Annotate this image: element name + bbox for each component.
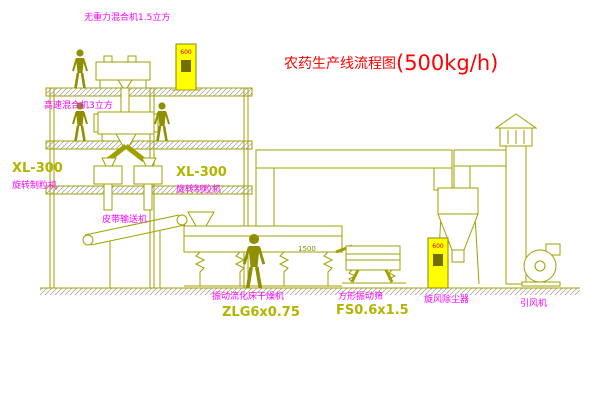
diagram-title-capacity: (500kg/h) xyxy=(396,51,498,75)
exhaust-stack xyxy=(494,113,538,285)
label-granulator-left-name: 旋转制粒机 xyxy=(12,179,57,191)
control-cabinet-right: 600 xyxy=(427,237,449,289)
granulator-right xyxy=(133,157,163,211)
floor-slab-mid xyxy=(45,140,253,150)
spring-leg xyxy=(234,251,246,286)
cyclone-outlet-duct xyxy=(453,165,471,189)
main-air-duct xyxy=(255,149,453,227)
cyclone-inlet-elbow xyxy=(433,167,453,191)
spring-leg xyxy=(194,251,206,286)
spring-leg xyxy=(278,251,290,286)
label-granulator-right-name: 旋转制粒机 xyxy=(176,183,221,195)
fluid-bed-dryer xyxy=(183,211,353,287)
cyclone-separator xyxy=(436,149,513,285)
duct-to-stack xyxy=(453,149,513,167)
label-dryer-name: 振动流化床干燥机 xyxy=(212,290,284,302)
label-granulator-left-model: XL-300 xyxy=(12,161,63,176)
label-belt-conveyor: 皮带输送机 xyxy=(102,213,147,225)
ground-line xyxy=(40,287,580,295)
spring-leg xyxy=(322,251,334,286)
dryer-feed-hopper xyxy=(187,211,215,227)
label-screen-model: FS0.6x1.5 xyxy=(336,303,409,318)
belt-conveyor xyxy=(82,214,188,288)
dryer-exhaust-duct xyxy=(255,167,275,227)
label-dryer-model: ZLG6x0.75 xyxy=(222,305,300,320)
high-speed-mixer xyxy=(93,111,159,162)
induced-draft-fan xyxy=(521,243,561,287)
cabinet-right-label: 600 xyxy=(432,243,444,250)
cabinet-top-label: 600 xyxy=(180,49,192,56)
label-fan: 引风机 xyxy=(520,297,547,309)
vibrating-screen xyxy=(342,245,406,284)
granulator-left xyxy=(93,157,123,211)
label-cyclone: 旋风除尘器 xyxy=(424,293,469,305)
label-gravity-mixer: 无重力混合机1.5立方 xyxy=(84,11,170,23)
fan-motor xyxy=(545,243,561,256)
control-cabinet-top: 600 xyxy=(172,43,200,91)
person-figure xyxy=(71,48,89,90)
label-granulator-right-model: XL-300 xyxy=(176,165,227,180)
floor-slab-top xyxy=(45,87,253,97)
label-screen-name: 方形振动筛 xyxy=(338,290,383,302)
diagram-title: 农药生产线流程图 xyxy=(284,56,396,72)
feed-pipe xyxy=(120,87,130,115)
label-screen-dimension: 1500 xyxy=(298,245,316,253)
label-high-speed-mixer: 高速混合机3立方 xyxy=(44,99,113,111)
